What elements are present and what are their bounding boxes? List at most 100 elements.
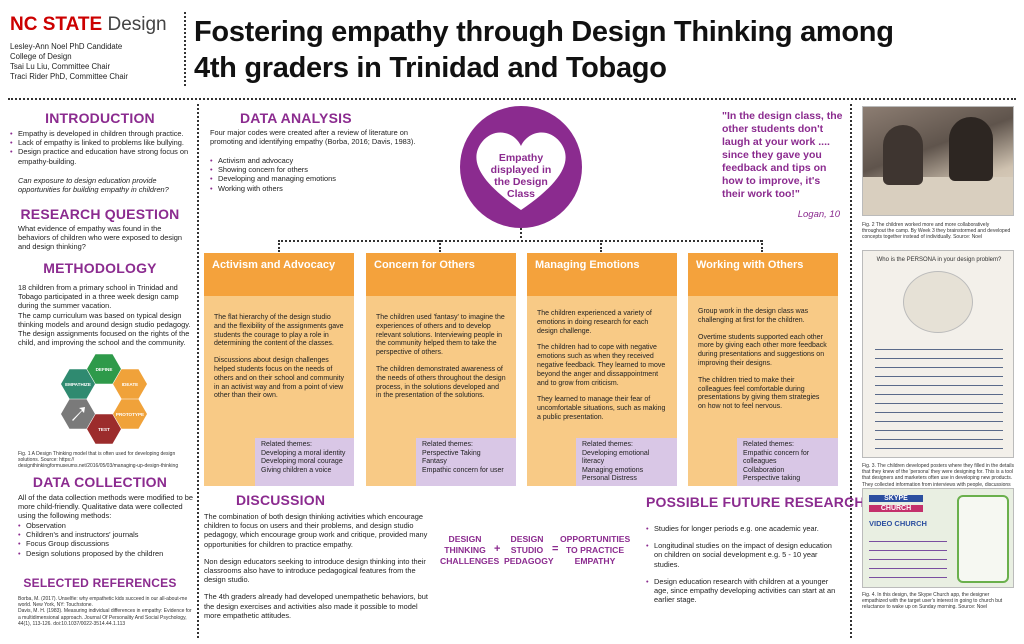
list-item: Focus Group discussions: [18, 539, 194, 548]
photo-phone: [957, 495, 1009, 583]
heart-icon: [476, 132, 566, 210]
themes-label: Related themes:: [261, 441, 312, 448]
figure-4-caption: Fig. 4. In this design, the Skype Church…: [862, 592, 1003, 611]
quote-attribution: Logan, 10: [797, 209, 840, 220]
card-title: Managing Emotions: [527, 253, 677, 296]
card-paragraph: The children demonstrated awareness of t…: [376, 365, 506, 400]
themes-concern: Related themes: Perspective Taking Fanta…: [416, 438, 516, 486]
methodology-text: 18 children from a primary school in Tri…: [18, 283, 191, 348]
figure-1-caption: Fig. 1 A Design Thinking model that is o…: [18, 451, 179, 470]
title-line-2: 4th graders in Trinidad and Tobago: [194, 52, 667, 84]
methodology-heading: METHODOLOGY: [43, 260, 157, 276]
heart-badge: Empathy displayed in the Design Class: [460, 106, 582, 228]
sign-church: CHURCH: [869, 505, 923, 512]
card-paragraph: They learned to manage their fear of unc…: [537, 396, 666, 421]
list-item: Showing concern for others: [210, 165, 440, 174]
author-line: Tsai Lu Liu, Committee Chair: [10, 62, 111, 71]
poster-title: Fostering empathy through Design Thinkin…: [194, 14, 1014, 86]
theme-item: Developing emotional literacy: [582, 449, 650, 466]
introduction-heading: INTRODUCTION: [45, 110, 155, 126]
hex-label: DEFINE: [96, 367, 113, 372]
hex-prototype: [113, 399, 147, 429]
figure-4-photo: SKYPE CHURCH VIDEO CHURCH: [862, 488, 1014, 588]
list-item: Activism and advocacy: [210, 156, 440, 165]
list-item: Studies for longer periods e.g. one acad…: [646, 524, 842, 533]
theme-item: Developing a moral identity: [261, 449, 346, 457]
sign-video-church: VIDEO CHURCH: [869, 519, 927, 528]
equation-plus: +: [494, 543, 501, 555]
equation-term-a: DESIGN THINKING CHALLENGES: [440, 534, 500, 566]
connector: [600, 240, 602, 252]
equation-term-b: DESIGN STUDIO PEDAGOGY: [504, 534, 554, 566]
discussion-paragraph: The 4th graders already had developed un…: [204, 592, 428, 620]
connector: [439, 240, 441, 252]
data-analysis-list: Activism and advocacy Showing concern fo…: [210, 156, 440, 193]
list-item: Empathy is developed in children through…: [10, 129, 192, 138]
hex-label: PROTOTYPE: [116, 412, 144, 417]
quote: "In the design class, the other students…: [722, 110, 843, 200]
card-title: Working with Others: [688, 253, 838, 296]
card-paragraph: The children used 'fantasy' to imagine t…: [376, 314, 505, 357]
authors: Lesley-Ann Noel PhD Candidate College of…: [10, 42, 128, 82]
future-research-heading: POSSIBLE FUTURE RESEARCH: [646, 494, 865, 510]
right-column-divider: [850, 104, 852, 638]
header-rule: [8, 98, 1016, 100]
hex-label: IDEATE: [122, 382, 139, 387]
hex-label: TEST: [98, 427, 110, 432]
photo-child: [883, 125, 923, 185]
card-paragraph: Overtime students supported each other m…: [698, 333, 827, 367]
card-paragraph: Discussions about design challenges help…: [214, 357, 344, 400]
equation: DESIGN THINKING CHALLENGES + DESIGN STUD…: [440, 532, 630, 576]
theme-item: Developing moral courage: [261, 458, 343, 466]
data-collection-text: All of the data collection methods were …: [18, 493, 194, 521]
connector: [278, 240, 280, 252]
list-item: Working with others: [210, 184, 440, 193]
reference-item: Borba, M. (2017). Unselfie: why empathet…: [18, 596, 188, 609]
hex-ideate: [113, 369, 147, 399]
list-item: Developing and managing emotions: [210, 174, 440, 183]
data-analysis-text: Four major codes were created after a re…: [210, 128, 416, 147]
theme-item: Perspective Taking: [422, 449, 481, 457]
introduction-question: Can exposure to design education provide…: [18, 176, 169, 195]
author-line: College of Design: [10, 52, 72, 61]
card-paragraph: The children experienced a variety of em…: [537, 310, 652, 335]
hex-empathize: [61, 369, 95, 399]
photo-child: [949, 117, 993, 181]
figure-2-photo: [862, 106, 1014, 216]
hex-test: [87, 414, 121, 444]
equation-equals: =: [552, 543, 559, 555]
theme-item: Collaboration: [743, 466, 785, 474]
card-title: Activism and Advocacy: [204, 253, 354, 296]
discussion-paragraph: Non design educators seeking to introduc…: [204, 556, 426, 585]
card-paragraph: The flat hierarchy of the design studio …: [214, 314, 344, 348]
hex-arrow: [61, 399, 95, 429]
theme-item: Perspective taking: [743, 475, 801, 483]
list-item: Design solutions proposed by the childre…: [18, 549, 194, 558]
equation-term-c: OPPORTUNITIES TO PRACTICE EMPATHY: [560, 534, 631, 566]
card-body: The children experienced a variety of em…: [527, 296, 677, 486]
photo-drawing: [869, 533, 947, 583]
card-title: Concern for Others: [366, 253, 516, 296]
research-question-heading: RESEARCH QUESTION: [20, 206, 180, 222]
introduction-list: Empathy is developed in children through…: [10, 129, 192, 166]
list-item: Children's and instructors' journals: [18, 530, 194, 539]
logo: NC STATE Design: [10, 14, 167, 36]
discussion-text: The combination of both design thinking …: [204, 512, 430, 620]
data-analysis-heading: DATA ANALYSIS: [240, 110, 352, 126]
theme-item: Empathic concern for user: [422, 466, 504, 474]
themes-activism: Related themes: Developing a moral ident…: [255, 438, 354, 486]
discussion-heading: DISCUSSION: [236, 492, 326, 508]
figure-2-caption: Fig. 2 The children worked more and more…: [862, 222, 1011, 241]
data-collection-heading: DATA COLLECTION: [32, 474, 168, 490]
theme-item: Fantasy: [422, 458, 447, 466]
hex-define: [87, 354, 121, 384]
card-paragraph: The children had to cope with negative e…: [537, 344, 666, 387]
references-heading: SELECTED REFERENCES: [23, 576, 177, 590]
poster-title: Who is the PERSONA in your design proble…: [876, 257, 1002, 263]
card-paragraph: The children tried to make their colleag…: [698, 376, 820, 411]
arrow-icon: [72, 407, 86, 421]
figure-3-poster: Who is the PERSONA in your design proble…: [862, 250, 1014, 458]
logo-design: Design: [107, 14, 167, 35]
theme-item: Managing emotions: [582, 466, 644, 474]
